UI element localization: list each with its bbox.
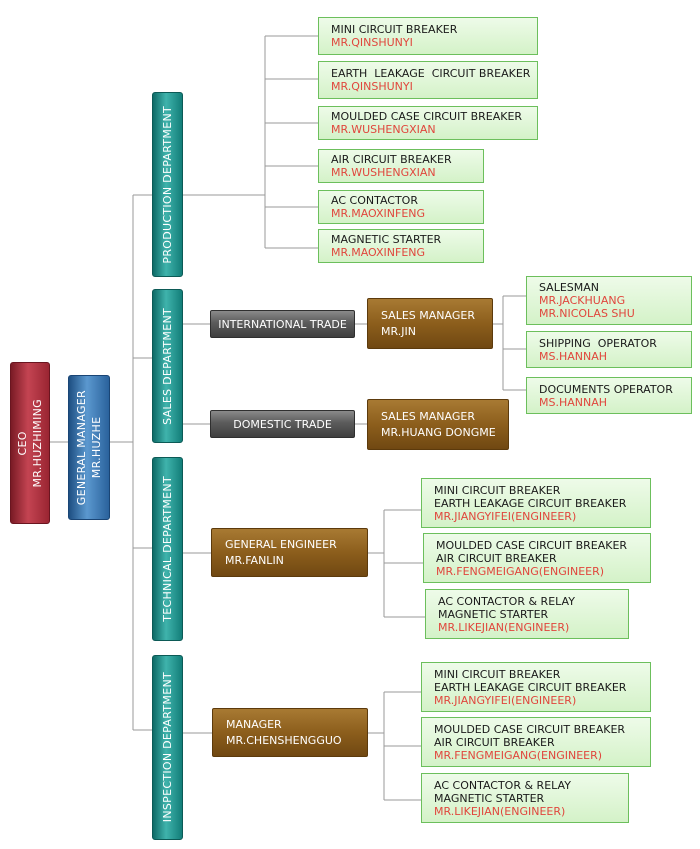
- sales-department-label: SALES DEPARTMENT: [161, 307, 174, 425]
- inspection-team: MOULDED CASE CIRCUIT BREAKER AIR CIRCUIT…: [421, 717, 651, 767]
- team-line1: MOULDED CASE CIRCUIT BREAKER: [434, 722, 626, 736]
- unit-manager: MR.MAOXINFENG: [331, 246, 426, 259]
- production-unit: MOULDED CASE CIRCUIT BREAKER MR.WUSHENGX…: [318, 106, 538, 140]
- team-line2: MAGNETIC STARTER: [438, 607, 549, 621]
- team-engineer: MR.JIANGYIFEI(ENGINEER): [434, 509, 577, 523]
- production-unit: AIR CIRCUIT BREAKER MR.WUSHENGXIAN: [318, 149, 484, 183]
- head-title: MANAGER: [226, 717, 282, 731]
- sales-department-box: SALES DEPARTMENT: [152, 289, 183, 443]
- ceo-title: CEO: [16, 430, 29, 456]
- inspection-manager-box: MANAGER MR.CHENSHENGGUO: [212, 708, 368, 757]
- ceo-name: MR.HUZHIMING: [31, 398, 44, 488]
- ceo-box: CEO MR.HUZHIMING: [10, 362, 50, 524]
- manager-name: MR.JIN: [381, 324, 416, 338]
- unit-title: MAGNETIC STARTER: [331, 233, 442, 246]
- inspection-department-box: INSPECTION DEPARTMENT: [152, 655, 183, 840]
- team-engineer: MR.LIKEJIAN(ENGINEER): [434, 804, 566, 818]
- team-line2: MAGNETIC STARTER: [434, 791, 545, 805]
- unit-title: AC CONTACTOR: [331, 194, 418, 207]
- team-line2: AIR CIRCUIT BREAKER: [434, 735, 555, 749]
- team-line1: MOULDED CASE CIRCUIT BREAKER: [436, 538, 628, 552]
- team-line2: EARTH LEAKAGE CIRCUIT BREAKER: [434, 680, 627, 694]
- team-engineer: MR.FENGMEIGANG(ENGINEER): [436, 564, 605, 578]
- international-trade-label: INTERNATIONAL TRADE: [218, 317, 347, 331]
- production-unit: MAGNETIC STARTER MR.MAOXINFENG: [318, 229, 484, 263]
- team-line1: MINI CIRCUIT BREAKER: [434, 667, 561, 681]
- unit-manager: MR.WUSHENGXIAN: [331, 123, 436, 136]
- unit-manager: MR.MAOXINFENG: [331, 207, 426, 220]
- manager-title: SALES MANAGER: [381, 308, 475, 322]
- staff-name: MS.HANNAH: [539, 349, 608, 363]
- technical-department-box: TECHNICAL DEPARTMENT: [152, 457, 183, 641]
- team-engineer: MR.FENGMEIGANG(ENGINEER): [434, 748, 603, 762]
- domestic-trade-label: DOMESTIC TRADE: [233, 417, 332, 431]
- team-line1: MINI CIRCUIT BREAKER: [434, 483, 561, 497]
- international-trade-box: INTERNATIONAL TRADE: [210, 310, 355, 338]
- technical-team: MINI CIRCUIT BREAKER EARTH LEAKAGE CIRCU…: [421, 478, 651, 528]
- sales-staff-unit: SHIPPING OPERATOR MS.HANNAH: [526, 331, 692, 368]
- manager-title: SALES MANAGER: [381, 409, 475, 423]
- head-name: MR.FANLIN: [225, 553, 284, 567]
- inspection-team: MINI CIRCUIT BREAKER EARTH LEAKAGE CIRCU…: [421, 662, 651, 712]
- gm-title: GENERAL MANAGER: [75, 389, 88, 506]
- staff-name: MR.NICOLAS SHU: [539, 307, 635, 320]
- unit-title: MOULDED CASE CIRCUIT BREAKER: [331, 110, 523, 123]
- production-unit: MINI CIRCUIT BREAKER MR.QINSHUNYI: [318, 17, 538, 55]
- unit-title: EARTH LEAKAGE CIRCUIT BREAKER: [331, 67, 531, 80]
- inspection-team: AC CONTACTOR & RELAY MAGNETIC STARTER MR…: [421, 773, 629, 823]
- head-name: MR.CHENSHENGGUO: [226, 733, 342, 747]
- general-engineer-box: GENERAL ENGINEER MR.FANLIN: [211, 528, 368, 577]
- production-unit: EARTH LEAKAGE CIRCUIT BREAKER MR.QINSHUN…: [318, 61, 538, 99]
- international-sales-manager-box: SALES MANAGER MR.JIN: [367, 298, 493, 349]
- manager-name: MR.HUANG DONGME: [381, 425, 496, 439]
- unit-manager: MR.WUSHENGXIAN: [331, 166, 436, 179]
- staff-name: MS.HANNAH: [539, 395, 608, 409]
- production-unit: AC CONTACTOR MR.MAOXINFENG: [318, 190, 484, 224]
- unit-title: MINI CIRCUIT BREAKER: [331, 23, 458, 36]
- sales-staff-unit: DOCUMENTS OPERATOR MS.HANNAH: [526, 377, 692, 414]
- production-department-box: PRODUCTION DEPARTMENT: [152, 92, 183, 277]
- team-line1: AC CONTACTOR & RELAY: [434, 778, 571, 792]
- unit-manager: MR.QINSHUNYI: [331, 80, 413, 93]
- technical-department-label: TECHNICAL DEPARTMENT: [161, 476, 174, 622]
- technical-team: AC CONTACTOR & RELAY MAGNETIC STARTER MR…: [425, 589, 629, 639]
- team-line2: EARTH LEAKAGE CIRCUIT BREAKER: [434, 496, 627, 510]
- sales-staff-unit: SALESMAN MR.JACKHUANG MR.NICOLAS SHU: [526, 276, 692, 325]
- technical-team: MOULDED CASE CIRCUIT BREAKER AIR CIRCUIT…: [423, 533, 651, 583]
- team-engineer: MR.JIANGYIFEI(ENGINEER): [434, 693, 577, 707]
- production-department-label: PRODUCTION DEPARTMENT: [161, 105, 174, 264]
- general-manager-box: GENERAL MANAGER MR.HUZHE: [68, 375, 110, 520]
- team-line1: AC CONTACTOR & RELAY: [438, 594, 575, 608]
- staff-title: SHIPPING OPERATOR: [539, 336, 657, 350]
- gm-name: MR.HUZHE: [90, 416, 103, 479]
- staff-title: DOCUMENTS OPERATOR: [539, 382, 673, 396]
- team-engineer: MR.LIKEJIAN(ENGINEER): [438, 620, 570, 634]
- head-title: GENERAL ENGINEER: [225, 537, 337, 551]
- inspection-department-label: INSPECTION DEPARTMENT: [161, 672, 174, 823]
- staff-title: SALESMAN: [539, 281, 600, 294]
- staff-name: MR.JACKHUANG: [539, 294, 626, 307]
- domestic-sales-manager-box: SALES MANAGER MR.HUANG DONGME: [367, 399, 509, 450]
- unit-manager: MR.QINSHUNYI: [331, 36, 413, 49]
- team-line2: AIR CIRCUIT BREAKER: [436, 551, 557, 565]
- unit-title: AIR CIRCUIT BREAKER: [331, 153, 452, 166]
- domestic-trade-box: DOMESTIC TRADE: [210, 410, 355, 438]
